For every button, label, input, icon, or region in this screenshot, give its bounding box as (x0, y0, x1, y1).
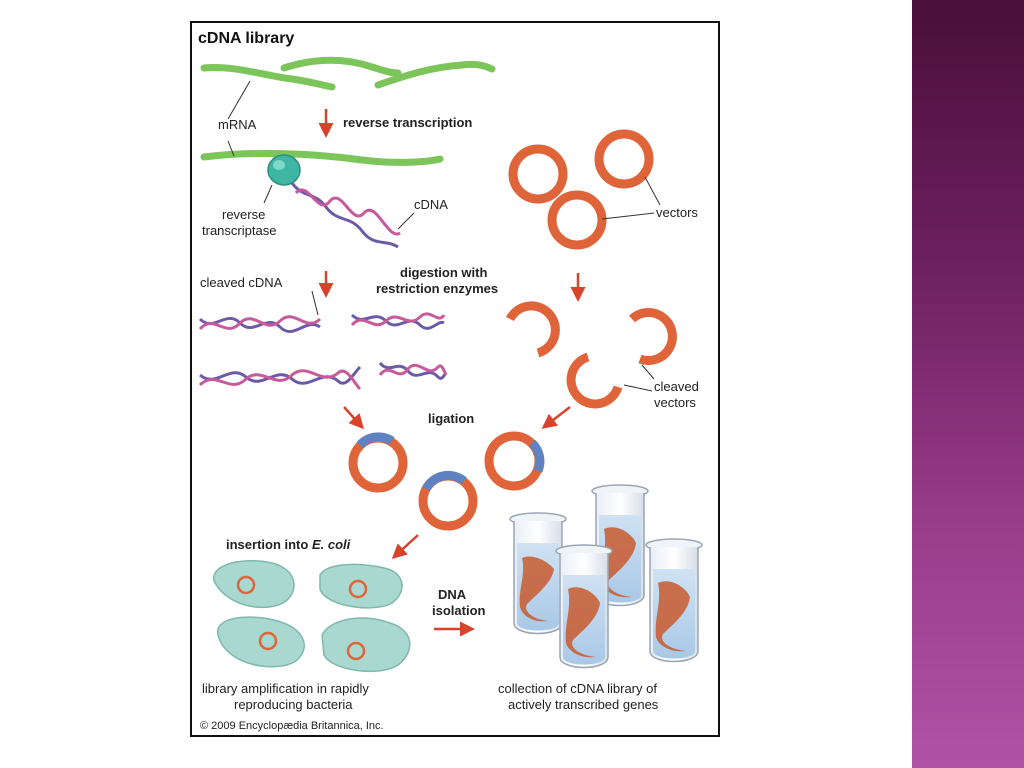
cleaved-cdna-label-line (311, 290, 319, 316)
cdna-library-diagram: cDNA library mRNA reverse transcription … (198, 30, 703, 732)
mrna-strands (200, 56, 496, 91)
reverse-transcription-label: reverse transcription (343, 115, 472, 130)
vectors-label-lines (601, 176, 661, 220)
cleaved-vectors-label-lines (623, 364, 655, 392)
amplification-caption-1: library amplification in rapidly (202, 681, 369, 696)
enzyme-label-line (263, 184, 273, 204)
vectors-label: vectors (656, 205, 698, 220)
cdna-label: cDNA (414, 197, 448, 212)
cleaved-cdna-label: cleaved cDNA (200, 275, 283, 290)
arrow-ligation-left (343, 406, 365, 430)
mrna-label-lines (227, 80, 251, 120)
enzyme-highlight (273, 160, 285, 170)
dna-isolation-label-1: DNA (438, 587, 467, 602)
mrna-template (200, 149, 444, 166)
figure-title: cDNA library (198, 30, 294, 47)
test-tube-1 (509, 512, 567, 635)
test-tube-4 (645, 538, 703, 663)
reverse-transcriptase-label-1: reverse (222, 207, 265, 222)
slide-decor-sidebar (912, 0, 1024, 768)
collection-caption-1: collection of cDNA library of (498, 681, 657, 696)
vectors (508, 129, 654, 250)
arrow-insertion (391, 534, 419, 560)
dna-isolation-label-2: isolation (432, 603, 486, 618)
insertion-label-text: insertion into (226, 537, 312, 552)
digestion-label-2: restriction enzymes (376, 281, 498, 296)
copyright-notice: © 2009 Encyclopædia Britannica, Inc. (200, 720, 384, 732)
test-tubes (509, 484, 703, 669)
reverse-transcriptase-enzyme (267, 154, 301, 186)
test-tube-3 (555, 544, 613, 669)
cdna-library-figure: cDNA library mRNA reverse transcription … (190, 21, 720, 737)
mrna-label: mRNA (218, 117, 257, 132)
reverse-transcriptase-label-2: transcriptase (202, 223, 276, 238)
cleaved-vectors-label-2: vectors (654, 395, 696, 410)
collection-caption-2: actively transcribed genes (508, 697, 659, 712)
cleaved-vectors-label-1: cleaved (654, 379, 699, 394)
ligation-label: ligation (428, 411, 474, 426)
cdna-helix (290, 182, 401, 249)
bacteria-plasmids (236, 575, 368, 661)
cleaved-vectors (505, 301, 677, 409)
mrna-label-line-2 (227, 140, 235, 157)
cleaved-cdna-fragments (198, 312, 448, 391)
insertion-label: insertion into E. coli (226, 537, 351, 552)
recombinant-vectors (348, 431, 545, 531)
digestion-label-1: digestion with (400, 265, 487, 280)
arrow-ligation-right (541, 406, 571, 429)
cdna-label-line (397, 212, 415, 230)
insertion-organism: E. coli (312, 537, 351, 552)
amplification-caption-2: reproducing bacteria (234, 697, 353, 712)
